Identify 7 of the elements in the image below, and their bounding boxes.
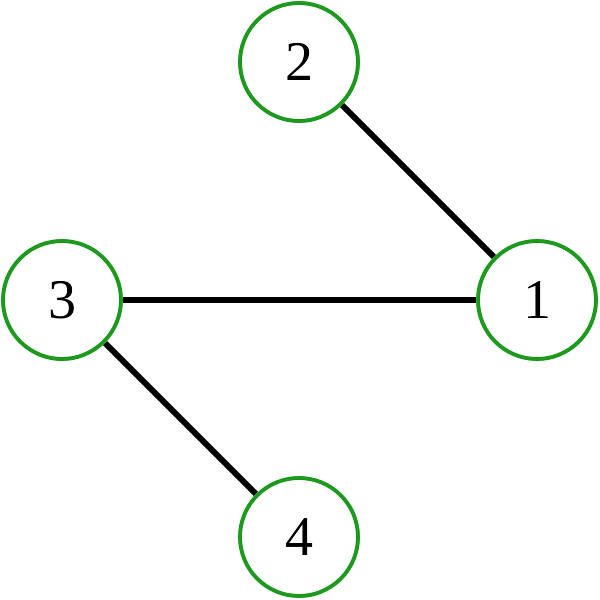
connector-line [123, 297, 476, 303]
connector-line [103, 341, 258, 496]
connector-line [340, 103, 496, 259]
node-label: 2 [285, 34, 313, 90]
node-label: 1 [523, 272, 551, 328]
node-label: 3 [48, 272, 76, 328]
node-label: 4 [285, 509, 313, 565]
